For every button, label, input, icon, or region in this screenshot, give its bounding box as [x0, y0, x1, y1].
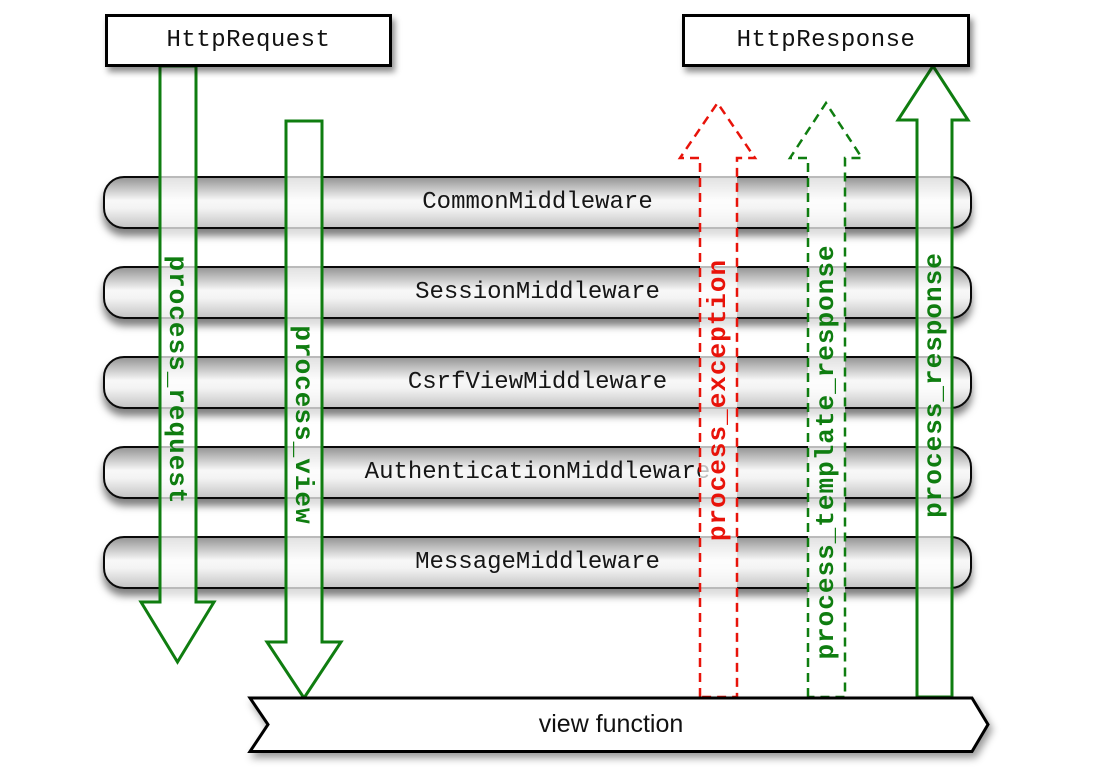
middleware-bar-label: CommonMiddleware: [422, 189, 653, 216]
process-exception-label: process_exception: [703, 258, 733, 542]
process-response-label: process_response: [919, 252, 949, 518]
middleware-bar-label: AuthenticationMiddleware: [364, 459, 711, 486]
process-request-label: process_request: [162, 255, 192, 505]
process-exception-arrow: [677, 100, 758, 699]
process-response-arrow: [895, 63, 971, 699]
http-request-box: HttpRequest: [105, 14, 392, 67]
middleware-bar-label: CsrfViewMiddleware: [407, 369, 668, 396]
process-request-arrow: [138, 64, 217, 665]
process-template-response-label: process_template_response: [811, 244, 841, 660]
process-template-response-arrow: [787, 100, 865, 699]
middleware-bar-label: MessageMiddleware: [415, 549, 660, 576]
process-view-arrow: [264, 119, 344, 701]
http-response-label: HttpResponse: [736, 27, 916, 54]
process-view-label: process_view: [288, 325, 318, 525]
http-response-box: HttpResponse: [682, 14, 970, 67]
view-function-banner: [247, 696, 990, 753]
middleware-bar-label: SessionMiddleware: [415, 279, 660, 306]
http-request-label: HttpRequest: [166, 27, 331, 54]
view-function-label: view function: [538, 710, 684, 738]
